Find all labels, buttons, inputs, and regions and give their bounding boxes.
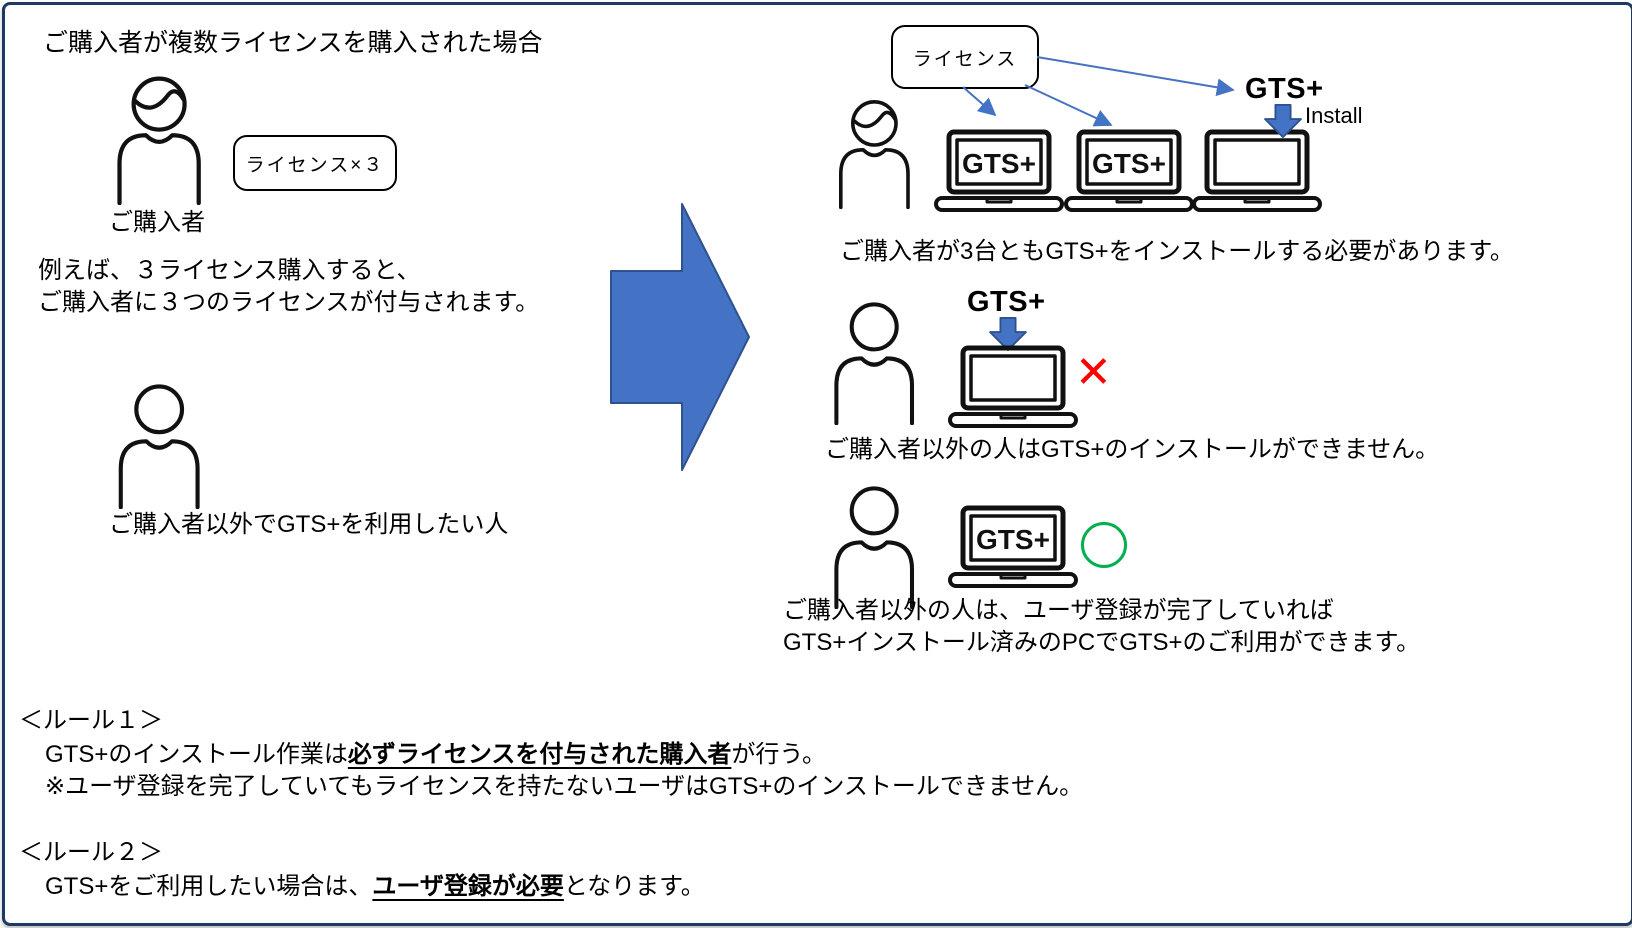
- hair-stroke: [852, 110, 897, 129]
- purchaser-label: ご購入者: [109, 209, 205, 236]
- install-label: Install: [1305, 103, 1363, 128]
- section2-down-arrow-icon: [989, 317, 1027, 351]
- rule1-note: ※ユーザ登録を完了していてもライセンスを持たないユーザはGTS+のインストールで…: [45, 773, 1084, 800]
- caption-registered-line-1: ご購入者以外の人は、ユーザ登録が完了していれば: [783, 597, 1334, 624]
- caption-registered-line-2: GTS+インストール済みのPCでGTS+のご利用ができます。: [783, 629, 1421, 656]
- big-right-arrow-icon: [610, 203, 750, 471]
- laptop-2-screen-text: GTS+: [1092, 148, 1166, 179]
- ok-circle-icon: [1081, 522, 1127, 568]
- caption-all-three-install: ご購入者が3台ともGTS+をインストールする必要があります。: [840, 238, 1514, 265]
- rule1-post: が行う。: [731, 741, 826, 768]
- license-arrows-icon: [962, 56, 1235, 127]
- laptop-3-icon: [1192, 129, 1322, 212]
- laptop-forbidden-icon: [948, 345, 1078, 428]
- install-down-arrow-icon: [1264, 104, 1302, 138]
- purchaser-person-icon: [117, 76, 201, 205]
- laptop-2-icon: GTS+: [1064, 129, 1194, 212]
- purchaser-person-icon-small: [839, 100, 910, 209]
- rule1-heading: ＜ルール１＞: [19, 707, 163, 734]
- rule1-text: GTS+のインストール作業は必ずライセンスを付与された購入者が行う。: [45, 739, 826, 771]
- example-text: 例えば、３ライセンス購入すると、 ご購入者に３つのライセンスが付与されます。: [38, 255, 539, 319]
- laptop-1-icon: GTS+: [934, 129, 1064, 212]
- license-x3-badge: ライセンス×３: [233, 135, 397, 191]
- rule1-bold: 必ずライセンスを付与された購入者: [347, 741, 732, 768]
- rule2-text: GTS+をご利用したい場合は、ユーザ登録が必要となります。: [45, 871, 705, 903]
- other-user-label: ご購入者以外でGTS+を利用したい人: [109, 511, 509, 538]
- license-box-label: ライセンス: [912, 48, 1018, 70]
- diagram-title: ご購入者が複数ライセンスを購入された場合: [43, 29, 543, 57]
- rule2-post: となります。: [563, 873, 705, 900]
- rule1-pre: GTS+のインストール作業は: [45, 741, 348, 768]
- example-line-1: 例えば、３ライセンス購入すると、: [38, 257, 421, 284]
- section2-gts-label: GTS+: [967, 286, 1046, 318]
- caption-registered-use: ご購入者以外の人は、ユーザ登録が完了していれば GTS+インストール済みのPCで…: [783, 595, 1420, 659]
- other-person-icon-bottom: [834, 486, 915, 609]
- other-person-icon-middle: [834, 302, 915, 425]
- hair-stroke: [133, 89, 186, 110]
- rule2-heading: ＜ルール２＞: [19, 839, 163, 866]
- laptop-allowed-screen-text: GTS+: [976, 524, 1050, 555]
- install-gts-label: GTS+: [1245, 73, 1324, 105]
- license-x3-label: ライセンス×３: [245, 154, 385, 176]
- caption-cannot-install: ご購入者以外の人はGTS+のインストールができません。: [825, 436, 1440, 463]
- rule2-bold: ユーザ登録が必要: [372, 873, 564, 900]
- other-user-person-icon: [118, 384, 200, 509]
- laptop-allowed-icon: GTS+: [948, 505, 1078, 588]
- cross-icon: ✕: [1075, 348, 1112, 397]
- rule2-pre: GTS+をご利用したい場合は、: [45, 873, 373, 900]
- example-line-2: ご購入者に３つのライセンスが付与されます。: [38, 289, 540, 316]
- laptop-1-screen-text: GTS+: [962, 148, 1036, 179]
